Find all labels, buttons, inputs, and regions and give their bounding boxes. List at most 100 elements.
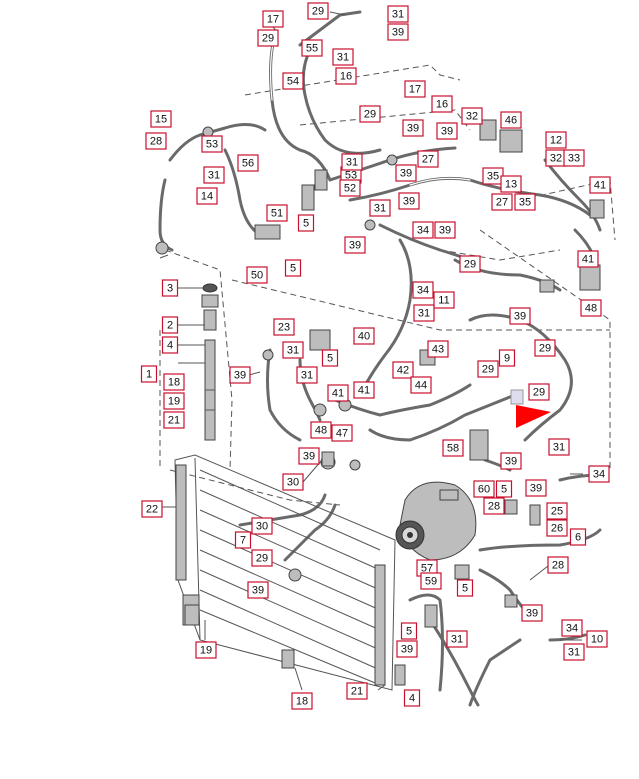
- callout-label: 2: [161, 316, 179, 334]
- callout-label: 31: [369, 199, 391, 217]
- callout-label: 31: [548, 438, 570, 456]
- callout-number: 39: [407, 123, 419, 135]
- callout-label: 6: [569, 528, 587, 546]
- callout-label: 39: [521, 604, 543, 622]
- callout-number: 22: [146, 504, 158, 516]
- callout-label: 14: [196, 187, 218, 205]
- callout-number: 4: [167, 340, 173, 352]
- callout-label: 5: [495, 480, 513, 498]
- callout-label: 39: [387, 23, 409, 41]
- callout-label: 21: [346, 682, 368, 700]
- callout-label: 39: [436, 122, 458, 140]
- callout-number: 53: [206, 139, 218, 151]
- callout-number: 5: [501, 484, 507, 496]
- callout-number: 17: [409, 84, 421, 96]
- callout-label: 5: [297, 214, 315, 232]
- callout-number: 57: [421, 563, 433, 575]
- callout-label: 51: [266, 204, 288, 222]
- callout-number: 39: [349, 240, 361, 252]
- callout-number: 29: [262, 33, 274, 45]
- callout-label: 9: [498, 349, 516, 367]
- callout-label: 31: [563, 643, 585, 661]
- callout-number: 48: [585, 303, 597, 315]
- callout-number: 34: [566, 623, 578, 635]
- callout-label: 31: [413, 304, 435, 322]
- callout-label: 39: [398, 192, 420, 210]
- callout-number: 31: [392, 9, 404, 21]
- callout-number: 28: [488, 501, 500, 513]
- callout-label: 39: [247, 581, 269, 599]
- callout-label: 41: [577, 250, 599, 268]
- callout-number: 31: [346, 157, 358, 169]
- callout-number: 41: [358, 385, 370, 397]
- callout-number: 41: [332, 388, 344, 400]
- callout-number: 29: [256, 553, 268, 565]
- callout-number: 31: [418, 308, 430, 320]
- callout-label: 29: [459, 255, 481, 273]
- callout-label: 35: [514, 193, 536, 211]
- callout-number: 25: [551, 506, 563, 518]
- callout-label: 29: [534, 339, 556, 357]
- callout-label: 39: [500, 452, 522, 470]
- red-triangle-marker: [510, 389, 551, 428]
- callout-number: 33: [568, 153, 580, 165]
- callout-label: 29: [528, 383, 550, 401]
- callout-label: 40: [353, 327, 375, 345]
- callout-number: 29: [364, 109, 376, 121]
- callout-label: 18: [163, 373, 185, 391]
- callout-number: 34: [593, 469, 605, 481]
- callout-number: 31: [301, 370, 313, 382]
- callout-number: 30: [256, 521, 268, 533]
- callout-label: 21: [163, 411, 185, 429]
- callout-number: 16: [340, 71, 352, 83]
- callout-number: 48: [315, 425, 327, 437]
- callout-number: 29: [464, 259, 476, 271]
- callout-number: 58: [447, 443, 459, 455]
- callout-number: 31: [208, 170, 220, 182]
- callout-number: 3: [167, 283, 173, 295]
- receiver-drier: [201, 283, 219, 441]
- callout-number: 60: [478, 484, 490, 496]
- callout-label: 34: [588, 465, 610, 483]
- callout-number: 50: [251, 270, 263, 282]
- condenser: [174, 454, 396, 691]
- callout-number: 39: [403, 196, 415, 208]
- callout-number: 10: [591, 634, 603, 646]
- callout-number: 29: [539, 343, 551, 355]
- callout-label: 3: [161, 279, 179, 297]
- callout-number: 31: [374, 203, 386, 215]
- callout-label: 29: [477, 360, 499, 378]
- callout-number: 34: [417, 225, 429, 237]
- callout-number: 13: [505, 179, 517, 191]
- callout-number: 5: [462, 583, 468, 595]
- callout-number: 59: [425, 576, 437, 588]
- callout-label: 32: [545, 149, 567, 167]
- callout-label: 28: [483, 497, 505, 515]
- callout-number: 29: [533, 387, 545, 399]
- callout-label: 11: [433, 291, 455, 309]
- callout-number: 19: [168, 396, 180, 408]
- callout-number: 31: [287, 345, 299, 357]
- callout-label: 7: [234, 531, 252, 549]
- callout-number: 18: [168, 377, 180, 389]
- callout-label: 41: [353, 381, 375, 399]
- callout-number: 9: [504, 353, 510, 365]
- callout-label: 48: [580, 299, 602, 317]
- callout-number: 55: [306, 43, 318, 55]
- callout-number: 42: [397, 365, 409, 377]
- callout-number: 1: [146, 369, 152, 381]
- callout-number: 5: [303, 218, 309, 230]
- callout-number: 31: [568, 647, 580, 659]
- callout-label: 29: [251, 549, 273, 567]
- callout-label: 34: [412, 221, 434, 239]
- callout-label: 39: [434, 221, 456, 239]
- callout-number: 28: [150, 136, 162, 148]
- callout-label: 1: [140, 365, 158, 383]
- callout-label: 28: [145, 132, 167, 150]
- callout-number: 23: [278, 322, 290, 334]
- callout-label: 29: [307, 2, 329, 20]
- callout-number: 30: [287, 477, 299, 489]
- callout-label: 59: [420, 572, 442, 590]
- callout-number: 29: [312, 6, 324, 18]
- callout-label: 17: [404, 80, 426, 98]
